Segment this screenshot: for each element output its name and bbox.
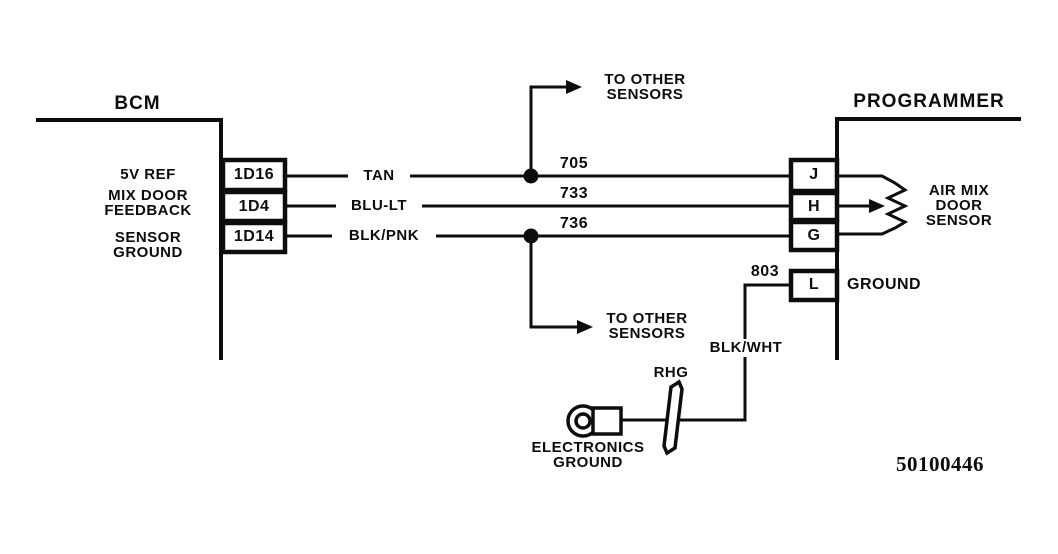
programmer-pin-label-h: H bbox=[807, 198, 821, 215]
programmer-pin-label-l: L bbox=[808, 276, 820, 293]
circuit-number-736: 736 bbox=[559, 215, 589, 232]
branch-bottom-line bbox=[529, 236, 577, 329]
bcm-outline bbox=[36, 118, 223, 360]
circuit-number-705: 705 bbox=[559, 155, 589, 172]
wiper-arrowhead-icon bbox=[869, 199, 885, 213]
programmer-pin-box-l bbox=[788, 268, 840, 303]
junction-dot-bottom bbox=[523, 228, 539, 244]
ring-terminal-hole bbox=[574, 412, 592, 430]
bcm-title: BCM bbox=[114, 93, 161, 114]
bcm-pin-function-sensor-ground: SENSOR GROUND bbox=[113, 229, 183, 261]
programmer-outline bbox=[835, 117, 1021, 360]
programmer-title: PROGRAMMER bbox=[853, 91, 1005, 112]
bcm-pin-function-mix-door-feedback: MIX DOOR FEEDBACK bbox=[104, 187, 192, 219]
bcm-pin-box-1d4 bbox=[220, 189, 288, 224]
wire-color-tan: TAN bbox=[348, 167, 410, 185]
bcm-pin-label-1d16: 1D16 bbox=[233, 166, 275, 183]
branch-top-arrowhead-icon bbox=[566, 80, 582, 94]
bcm-pin-box-1d14 bbox=[220, 220, 288, 255]
wire-color-blk-pnk: BLK/PNK bbox=[332, 227, 436, 245]
ring-terminal-barrel bbox=[591, 406, 623, 436]
branch-bottom-arrowhead-icon bbox=[577, 320, 593, 334]
branch-top-line bbox=[529, 85, 566, 176]
wire-color-blu-lt: BLU-LT bbox=[336, 197, 422, 215]
potentiometer-icon bbox=[837, 174, 909, 236]
bcm-pin-function-5v-ref: 5V REF bbox=[120, 166, 176, 183]
branch-top-label: TO OTHER SENSORS bbox=[604, 71, 686, 103]
ground-pin-label: GROUND bbox=[847, 276, 922, 293]
air-mix-door-sensor-label: AIR MIX DOOR SENSOR bbox=[925, 182, 993, 229]
junction-dot-top bbox=[523, 168, 539, 184]
circuit-number-733: 733 bbox=[559, 185, 589, 202]
bcm-pin-label-1d4: 1D4 bbox=[238, 198, 270, 215]
programmer-pin-label-j: J bbox=[809, 166, 819, 183]
circuit-number-803: 803 bbox=[750, 263, 780, 280]
figure-number: 50100446 bbox=[896, 452, 984, 476]
grommet-icon bbox=[662, 379, 684, 456]
wire-color-blk-wht: BLK/WHT bbox=[700, 339, 792, 357]
branch-bottom-label: TO OTHER SENSORS bbox=[606, 310, 688, 342]
electronics-ground-label: ELECTRONICS GROUND bbox=[531, 439, 645, 471]
programmer-pin-box-g bbox=[788, 219, 840, 253]
grommet-label: RHG bbox=[653, 364, 689, 381]
bcm-pin-label-1d14: 1D14 bbox=[233, 228, 275, 245]
programmer-pin-label-g: G bbox=[807, 227, 821, 244]
